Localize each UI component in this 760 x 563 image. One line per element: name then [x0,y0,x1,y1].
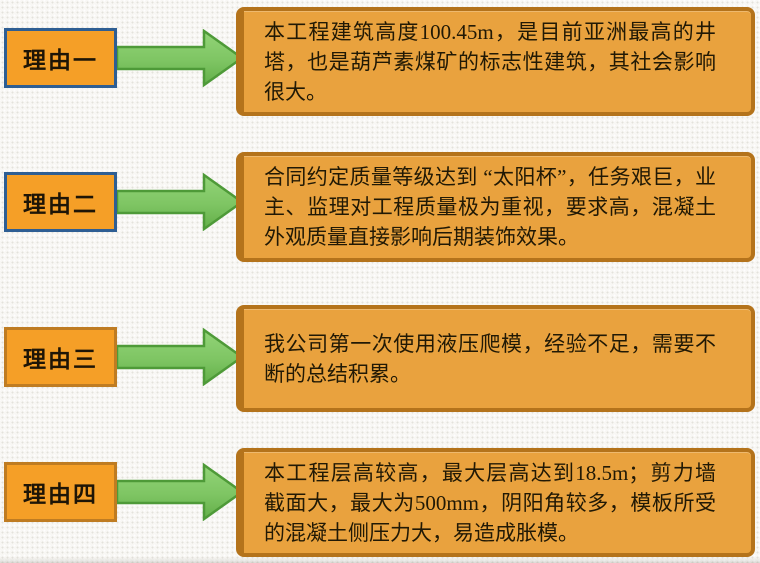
arrow-right-icon [116,463,244,521]
reason-content-box-3: 我公司第一次使用液压爬模，经验不足，需要不断的总结积累。 [236,305,755,412]
reason-label-1: 理由一 [23,48,98,73]
arrow-right-icon [116,29,244,87]
reason-label-3: 理由三 [23,347,98,372]
reason-label-box-4: 理由四 [4,462,117,522]
reason-content-text-1: 本工程建筑高度100.45m，是目前亚洲最高的井塔，也是葫芦素煤矿的标志性建筑，… [264,19,716,104]
reason-content-text-3: 我公司第一次使用液压爬模，经验不足，需要不断的总结积累。 [264,331,716,386]
reason-label-2: 理由二 [23,192,98,217]
reason-label-box-1: 理由一 [4,28,117,88]
arrow-right-icon [116,328,244,386]
arrow-right-icon [116,173,244,231]
reason-label-4: 理由四 [23,482,98,507]
reason-content-box-4: 本工程层高较高，最大层高达到18.5m；剪力墙截面大，最大为500mm，阴阳角较… [236,448,755,557]
reason-content-box-2: 合同约定质量等级达到 “太阳杯”，任务艰巨，业主、监理对工程质量极为重视，要求高… [236,152,755,262]
reason-content-box-1: 本工程建筑高度100.45m，是目前亚洲最高的井塔，也是葫芦素煤矿的标志性建筑，… [236,7,755,116]
reason-label-box-3: 理由三 [4,327,117,387]
reason-label-box-2: 理由二 [4,172,117,232]
reason-content-text-4: 本工程层高较高，最大层高达到18.5m；剪力墙截面大，最大为500mm，阴阳角较… [264,460,716,545]
reason-content-text-2: 合同约定质量等级达到 “太阳杯”，任务艰巨，业主、监理对工程质量极为重视，要求高… [264,165,716,249]
slide-bottom-shadow [0,557,760,563]
